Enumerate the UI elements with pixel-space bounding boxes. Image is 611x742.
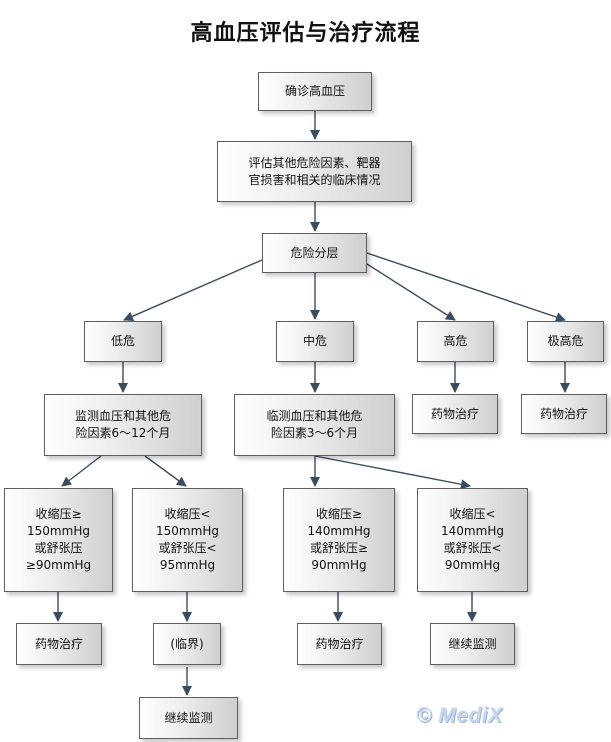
arrow-stratify-to-very-high [366,252,566,322]
medium-risk-high-bp-criteria-node: 收缩压≥ 140mmHg 或舒张压≥ 90mmHg [283,488,395,592]
medium-risk-low-bp-criteria-node: 收缩压< 140mmHg 或舒张压< 90mmHg [417,488,528,592]
high-risk-node: 高危 [417,321,494,362]
risk-stratification-node: 危险分层 [262,233,367,273]
very-high-risk-drug-therapy-node: 药物治疗 [521,394,607,434]
low-risk-continue-monitoring-node: 继续监测 [139,697,238,739]
arrow-stratify-to-low [123,259,263,321]
page-title: 高血压评估与治疗流程 [190,21,421,46]
very-high-risk-node: 极高危 [527,321,604,362]
borderline-node: (临界) [153,623,221,665]
low-risk-drug-therapy-node: 药物治疗 [16,623,102,665]
low-risk-high-bp-criteria-node: 收缩压≥ 150mmHg 或舒张压 ≥90mmHg [4,488,113,592]
assess-risk-factors-node: 评估其他危险因素、靶器 官损害和相关的临床情况 [217,141,412,202]
medix-watermark: © MediX [416,704,503,727]
low-risk-node: 低危 [84,321,162,362]
low-risk-low-bp-criteria-node: 收缩压< 150mmHg 或舒张压< 95mmHg [132,488,243,592]
low-risk-monitoring-node: 监测血压和其他危 险因素6～12个月 [44,394,202,456]
medium-risk-drug-therapy-node: 药物治疗 [297,623,382,665]
arrow-low-monitor-to-low-bp [144,455,187,487]
medium-risk-monitoring-node: 临测血压和其他危 险因素3～6个月 [234,394,395,456]
arrow-stratify-to-high [366,263,456,321]
medium-risk-node: 中危 [276,321,354,362]
high-risk-drug-therapy-node: 药物治疗 [412,394,498,434]
confirm-hypertension-node: 确诊高血压 [258,72,372,111]
arrow-low-monitor-to-high-bp [61,455,102,487]
medium-risk-continue-monitoring-node: 继续监测 [430,623,515,665]
arrow-medium-monitor-to-low-bp [314,455,471,490]
